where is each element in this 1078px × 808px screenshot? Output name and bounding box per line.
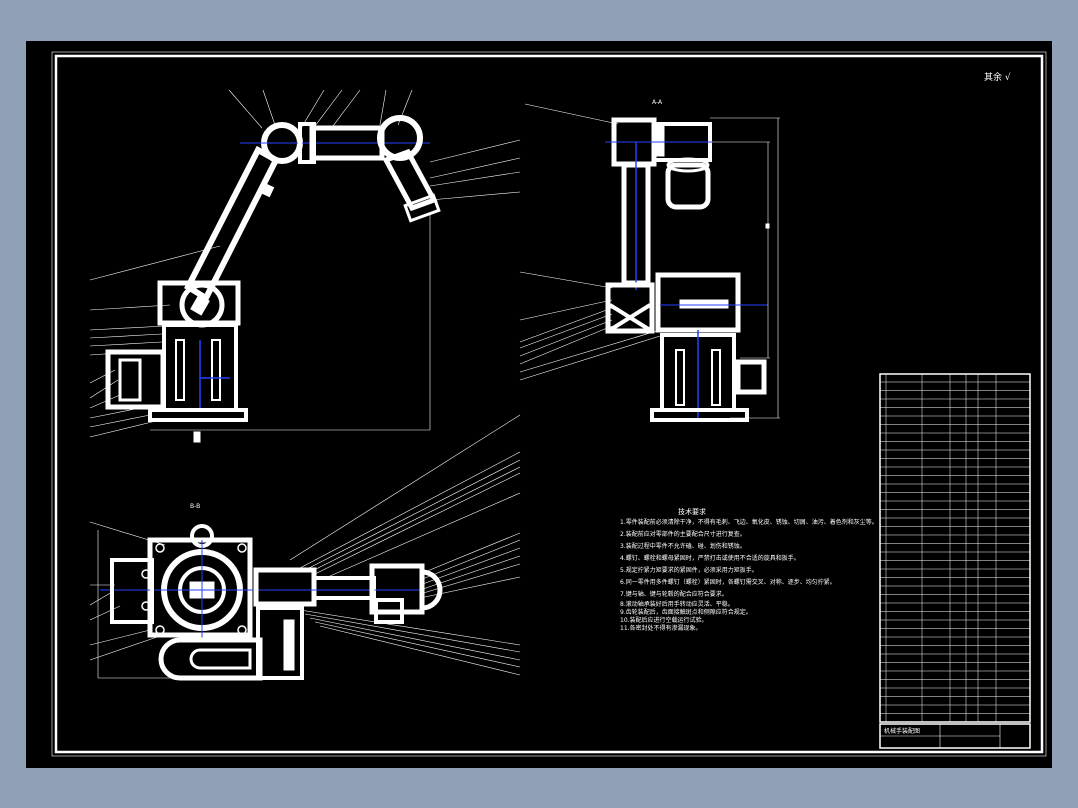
parts-list: 机械手装配图 <box>879 373 1031 749</box>
tech-note-9: 9.齿轮装配后，齿面接触斑点和侧隙应符合规定。 <box>620 608 752 616</box>
drawing-sheet <box>26 41 1052 768</box>
side-view: A-A <box>519 99 780 422</box>
wrist <box>382 148 438 212</box>
tech-note-5: 5.规定拧紧力矩要求的紧固件，必须采用力矩扳手。 <box>620 566 758 574</box>
tech-note-4: 4.螺钉、螺栓和螺母紧固时，严禁打击或使用不合适的旋具和扳手。 <box>620 554 800 562</box>
tech-note-8: 8.滚动轴承装好后用手转动应灵活、平稳。 <box>620 600 734 608</box>
title-block-name: 机械手装配图 <box>884 727 920 735</box>
inner-border <box>54 54 1044 754</box>
lower-arm <box>184 145 280 303</box>
tech-title: 技术要求 <box>678 507 706 516</box>
elbow-joint <box>377 115 423 161</box>
top-view: B-B <box>89 414 521 681</box>
tech-note-7: 7.键与轴、键与轮毂的配合应符合要求。 <box>620 590 728 598</box>
outer-border <box>51 51 1047 757</box>
view-label-a: A-A <box>652 99 663 106</box>
tech-note-2: 2.装配前应对零部件的主要配合尺寸进行复查。 <box>620 530 746 538</box>
tech-note-1: 1.零件装配前必须清除干净，不得有毛刺、飞边、氧化皮、锈蚀、切屑、油污、着色剂和… <box>620 518 878 526</box>
front-view <box>89 89 521 443</box>
side-motor <box>665 162 711 210</box>
arm-top <box>253 567 317 607</box>
view-label-b: B-B <box>190 503 200 510</box>
technical-requirements: 技术要求 1.零件装配前必须清除干净，不得有毛刺、飞边、氧化皮、锈蚀、切屑、油污… <box>620 507 878 632</box>
base-plate <box>148 408 248 422</box>
tech-note-11: 11.各密封处不得有渗漏现象。 <box>620 624 702 632</box>
tech-note-10: 10.装配后应进行空载运行试验。 <box>620 616 708 624</box>
roughness-mark: 其余 √ <box>984 71 1011 83</box>
tech-note-3: 3.装配过程中零件不允许磕、碰、划伤和锈蚀。 <box>620 542 746 550</box>
tech-note-6: 6.同一零件用多件螺钉（螺栓）紧固时，各螺钉需交叉、对称、逐步、均匀拧紧。 <box>620 578 836 586</box>
